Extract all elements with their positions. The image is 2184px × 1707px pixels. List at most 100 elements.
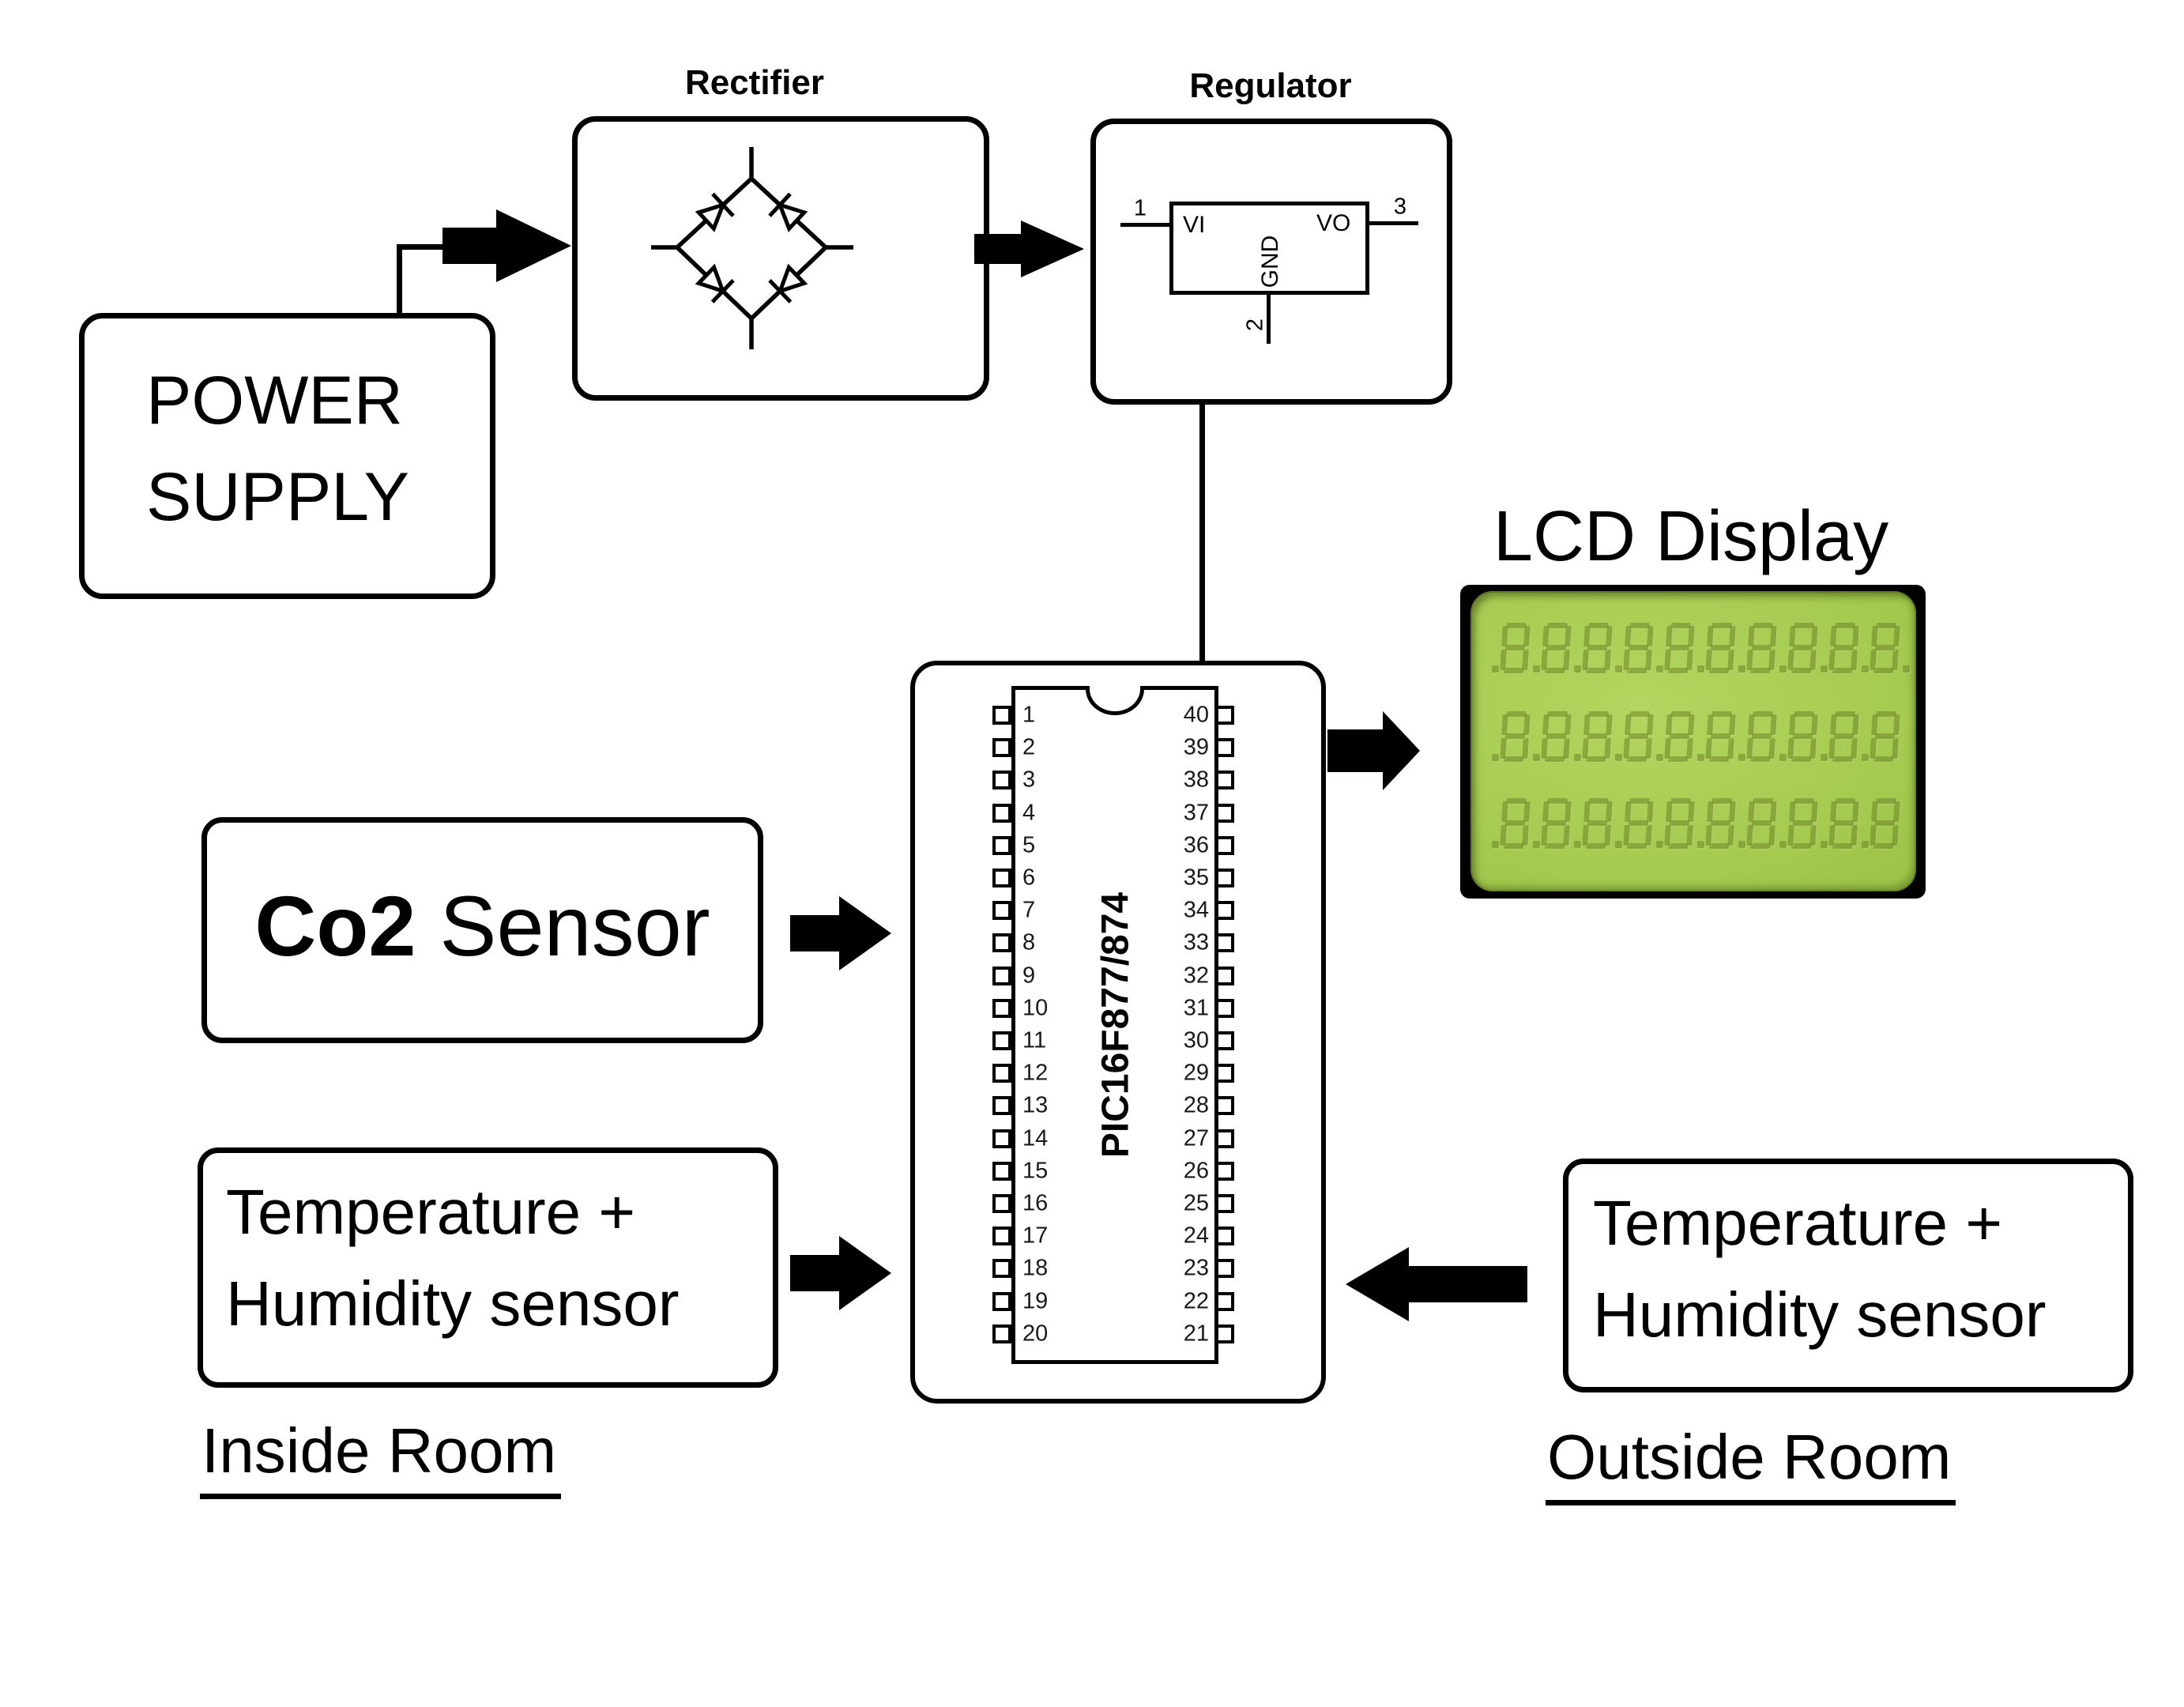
lcd-digit: [1655, 711, 1696, 762]
mcu-pin-number: 20: [1022, 1321, 1049, 1347]
mcu-pin-number: 4: [1022, 800, 1036, 826]
inside-room-caption: Inside Room: [200, 1415, 562, 1499]
lcd-decimal-dot: [1492, 841, 1499, 848]
lcd-decimal-dot: [1738, 754, 1745, 761]
mcu-pin-number: 38: [1183, 767, 1209, 793]
lcd-decimal-dot: [1656, 841, 1663, 848]
mcu-pin-number: 13: [1022, 1092, 1049, 1118]
co2-sensor-label-bold: Co2: [254, 878, 416, 974]
lcd-frame: [1460, 585, 1926, 899]
lcd-digit: [1614, 623, 1655, 673]
mcu-pin-square: [992, 1031, 1011, 1050]
arrow-tail: [974, 234, 1022, 264]
mcu-pin-square: [992, 1324, 1011, 1343]
lcd-digit: [1614, 711, 1655, 762]
power-supply-line2: SUPPLY: [146, 459, 409, 535]
mcu-pin-square: [992, 835, 1011, 855]
lcd-decimal-dot: [1862, 665, 1869, 673]
mcu-pin-square: [1215, 933, 1234, 953]
mcu-pin-number: 9: [1022, 963, 1036, 989]
mcu-pin-number: 6: [1022, 865, 1036, 891]
lcd-decimal-dot: [1615, 754, 1622, 761]
lcd-digit: [1779, 623, 1820, 673]
lcd-decimal-dot: [1574, 665, 1581, 673]
lcd-decimal-dot: [1492, 665, 1499, 673]
mcu-pin-number: 26: [1183, 1158, 1209, 1184]
mcu-pin-number: 23: [1183, 1255, 1209, 1281]
temp-outside-box: [1563, 1159, 2133, 1392]
lcd-decimal-dot: [1697, 841, 1704, 848]
lcd-digit: [1573, 711, 1614, 762]
mcu-pin-number: 36: [1183, 832, 1209, 858]
lcd-row-2: [1491, 711, 1902, 762]
arrow-tail: [1408, 1266, 1527, 1302]
lcd-digit: [1861, 711, 1902, 762]
regulator-pin2-line: [1267, 293, 1271, 344]
arrow-head: [839, 896, 891, 970]
lcd-decimal-dot: [1656, 665, 1663, 673]
mcu-pin-number: 12: [1022, 1060, 1049, 1086]
lcd-decimal-dot: [1779, 841, 1787, 848]
lcd-decimal-dot: [1821, 841, 1828, 848]
lcd-screen: [1470, 591, 1916, 891]
mcu-pin-square: [992, 1259, 1011, 1279]
mcu-pin-number: 37: [1183, 800, 1209, 826]
mcu-pin-square: [992, 1291, 1011, 1311]
mcu-pin-number: 8: [1022, 929, 1036, 955]
mcu-pin-number: 28: [1183, 1092, 1209, 1118]
mcu-pin-number: 24: [1183, 1223, 1209, 1249]
lcd-digit: [1491, 623, 1532, 673]
mcu-pin-square: [992, 933, 1011, 953]
temp-inside-label: Temperature + Humidity sensor: [226, 1166, 680, 1350]
mcu-pin-square: [992, 998, 1011, 1018]
lcd-digit: [1779, 711, 1820, 762]
lcd-digit: [1738, 798, 1779, 849]
lcd-decimal-dot: [1779, 665, 1787, 673]
regulator-pin2-label: 2: [1242, 318, 1268, 332]
mcu-pin-square: [1215, 1291, 1234, 1311]
lcd-digit: [1655, 623, 1696, 673]
regulator-vo-label: VO: [1316, 210, 1351, 236]
mcu-pin-square: [1215, 901, 1234, 921]
rectifier-box: [572, 116, 989, 401]
outside-room-caption: Outside Room: [1546, 1421, 1956, 1505]
mcu-pin-number: 25: [1183, 1190, 1209, 1216]
mcu-pin-square: [1215, 1194, 1234, 1213]
mcu-pin-number: 15: [1022, 1158, 1049, 1184]
arrow-head: [1383, 711, 1420, 790]
regulator-pin3-line: [1369, 221, 1418, 225]
regulator-pin1-label: 1: [1133, 195, 1147, 221]
mcu-pin-number: 14: [1022, 1125, 1049, 1151]
regulator-gnd-label: GND: [1257, 235, 1283, 288]
mcu-pin-square: [992, 901, 1011, 921]
lcd-decimal-dot: [1821, 754, 1828, 761]
rectifier-to-regulator-arrow: [974, 220, 1084, 277]
temp-outside-line2: Humidity sensor: [1593, 1279, 2047, 1350]
lcd-decimal-dot: [1821, 665, 1828, 673]
rectifier-title: Rectifier: [684, 63, 825, 102]
lcd-decimal-dot: [1779, 754, 1787, 761]
mcu-pin-number: 5: [1022, 832, 1036, 858]
mcu-pin-square: [1215, 998, 1234, 1018]
arrow-tail: [790, 915, 840, 951]
mcu-pin-number: 32: [1183, 963, 1209, 989]
mcu-pin-square: [992, 1161, 1011, 1181]
lcd-decimal-dot: [1862, 754, 1869, 761]
power-supply-box: [79, 313, 495, 599]
mcu-pin-square: [1215, 1227, 1234, 1246]
lcd-digit: [1573, 623, 1614, 673]
lcd-digit: [1696, 623, 1738, 673]
mcu-pin-square: [1215, 835, 1234, 855]
lcd-decimal-dot: [1615, 841, 1622, 848]
mcu-pin-square: [1215, 1031, 1234, 1050]
co2-sensor-label: Co2 Sensor: [201, 877, 763, 975]
mcu-pin-square: [992, 738, 1011, 758]
lcd-digit: [1573, 798, 1614, 849]
mcu-pin-number: 39: [1183, 734, 1209, 760]
arrow-head: [1346, 1247, 1409, 1321]
mcu-pin-number: 7: [1022, 897, 1036, 923]
lcd-decimal-dot: [1656, 754, 1663, 761]
lcd-decimal-dot: [1862, 841, 1869, 848]
lcd-digit: [1861, 798, 1902, 849]
